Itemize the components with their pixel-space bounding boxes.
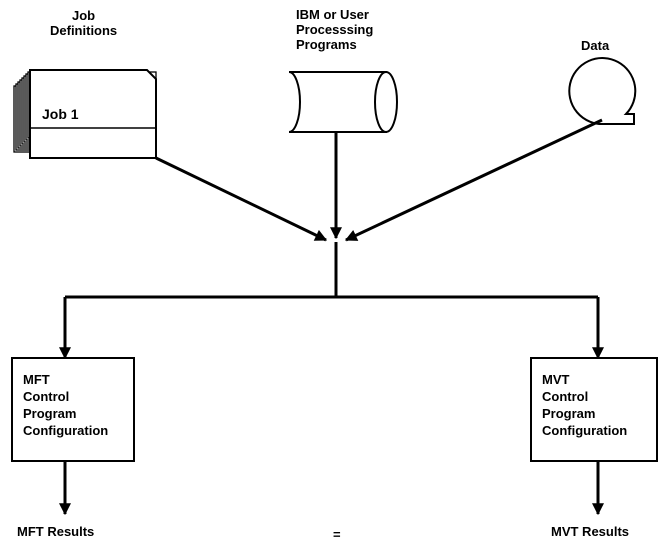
- job-definitions-label: Job Definitions: [50, 8, 118, 38]
- job-card-text: Job 1: [42, 106, 79, 122]
- mft-config-label: MFT Control Program Configuration: [23, 372, 109, 438]
- arrow-from-data: [344, 118, 603, 242]
- job-card-deck: [13, 69, 157, 159]
- equals-sign: =: [333, 527, 341, 542]
- programs-label: IBM or User Processsing Programs: [296, 7, 374, 52]
- mvt-config-label: MVT Control Program Configuration: [542, 372, 628, 438]
- data-label: Data: [581, 38, 610, 53]
- mft-results-label: MFT Results: [17, 524, 95, 539]
- tape-reel-icon: [568, 57, 637, 126]
- disk-storage-icon: [288, 71, 398, 133]
- mvt-config-box: MVT Control Program Configuration: [530, 357, 658, 462]
- connector-lines: [59, 118, 604, 516]
- arrow-from-job-definitions: [155, 156, 328, 242]
- mvt-results-label: MVT Results: [551, 524, 630, 539]
- mft-config-box: MFT Control Program Configuration: [11, 357, 135, 462]
